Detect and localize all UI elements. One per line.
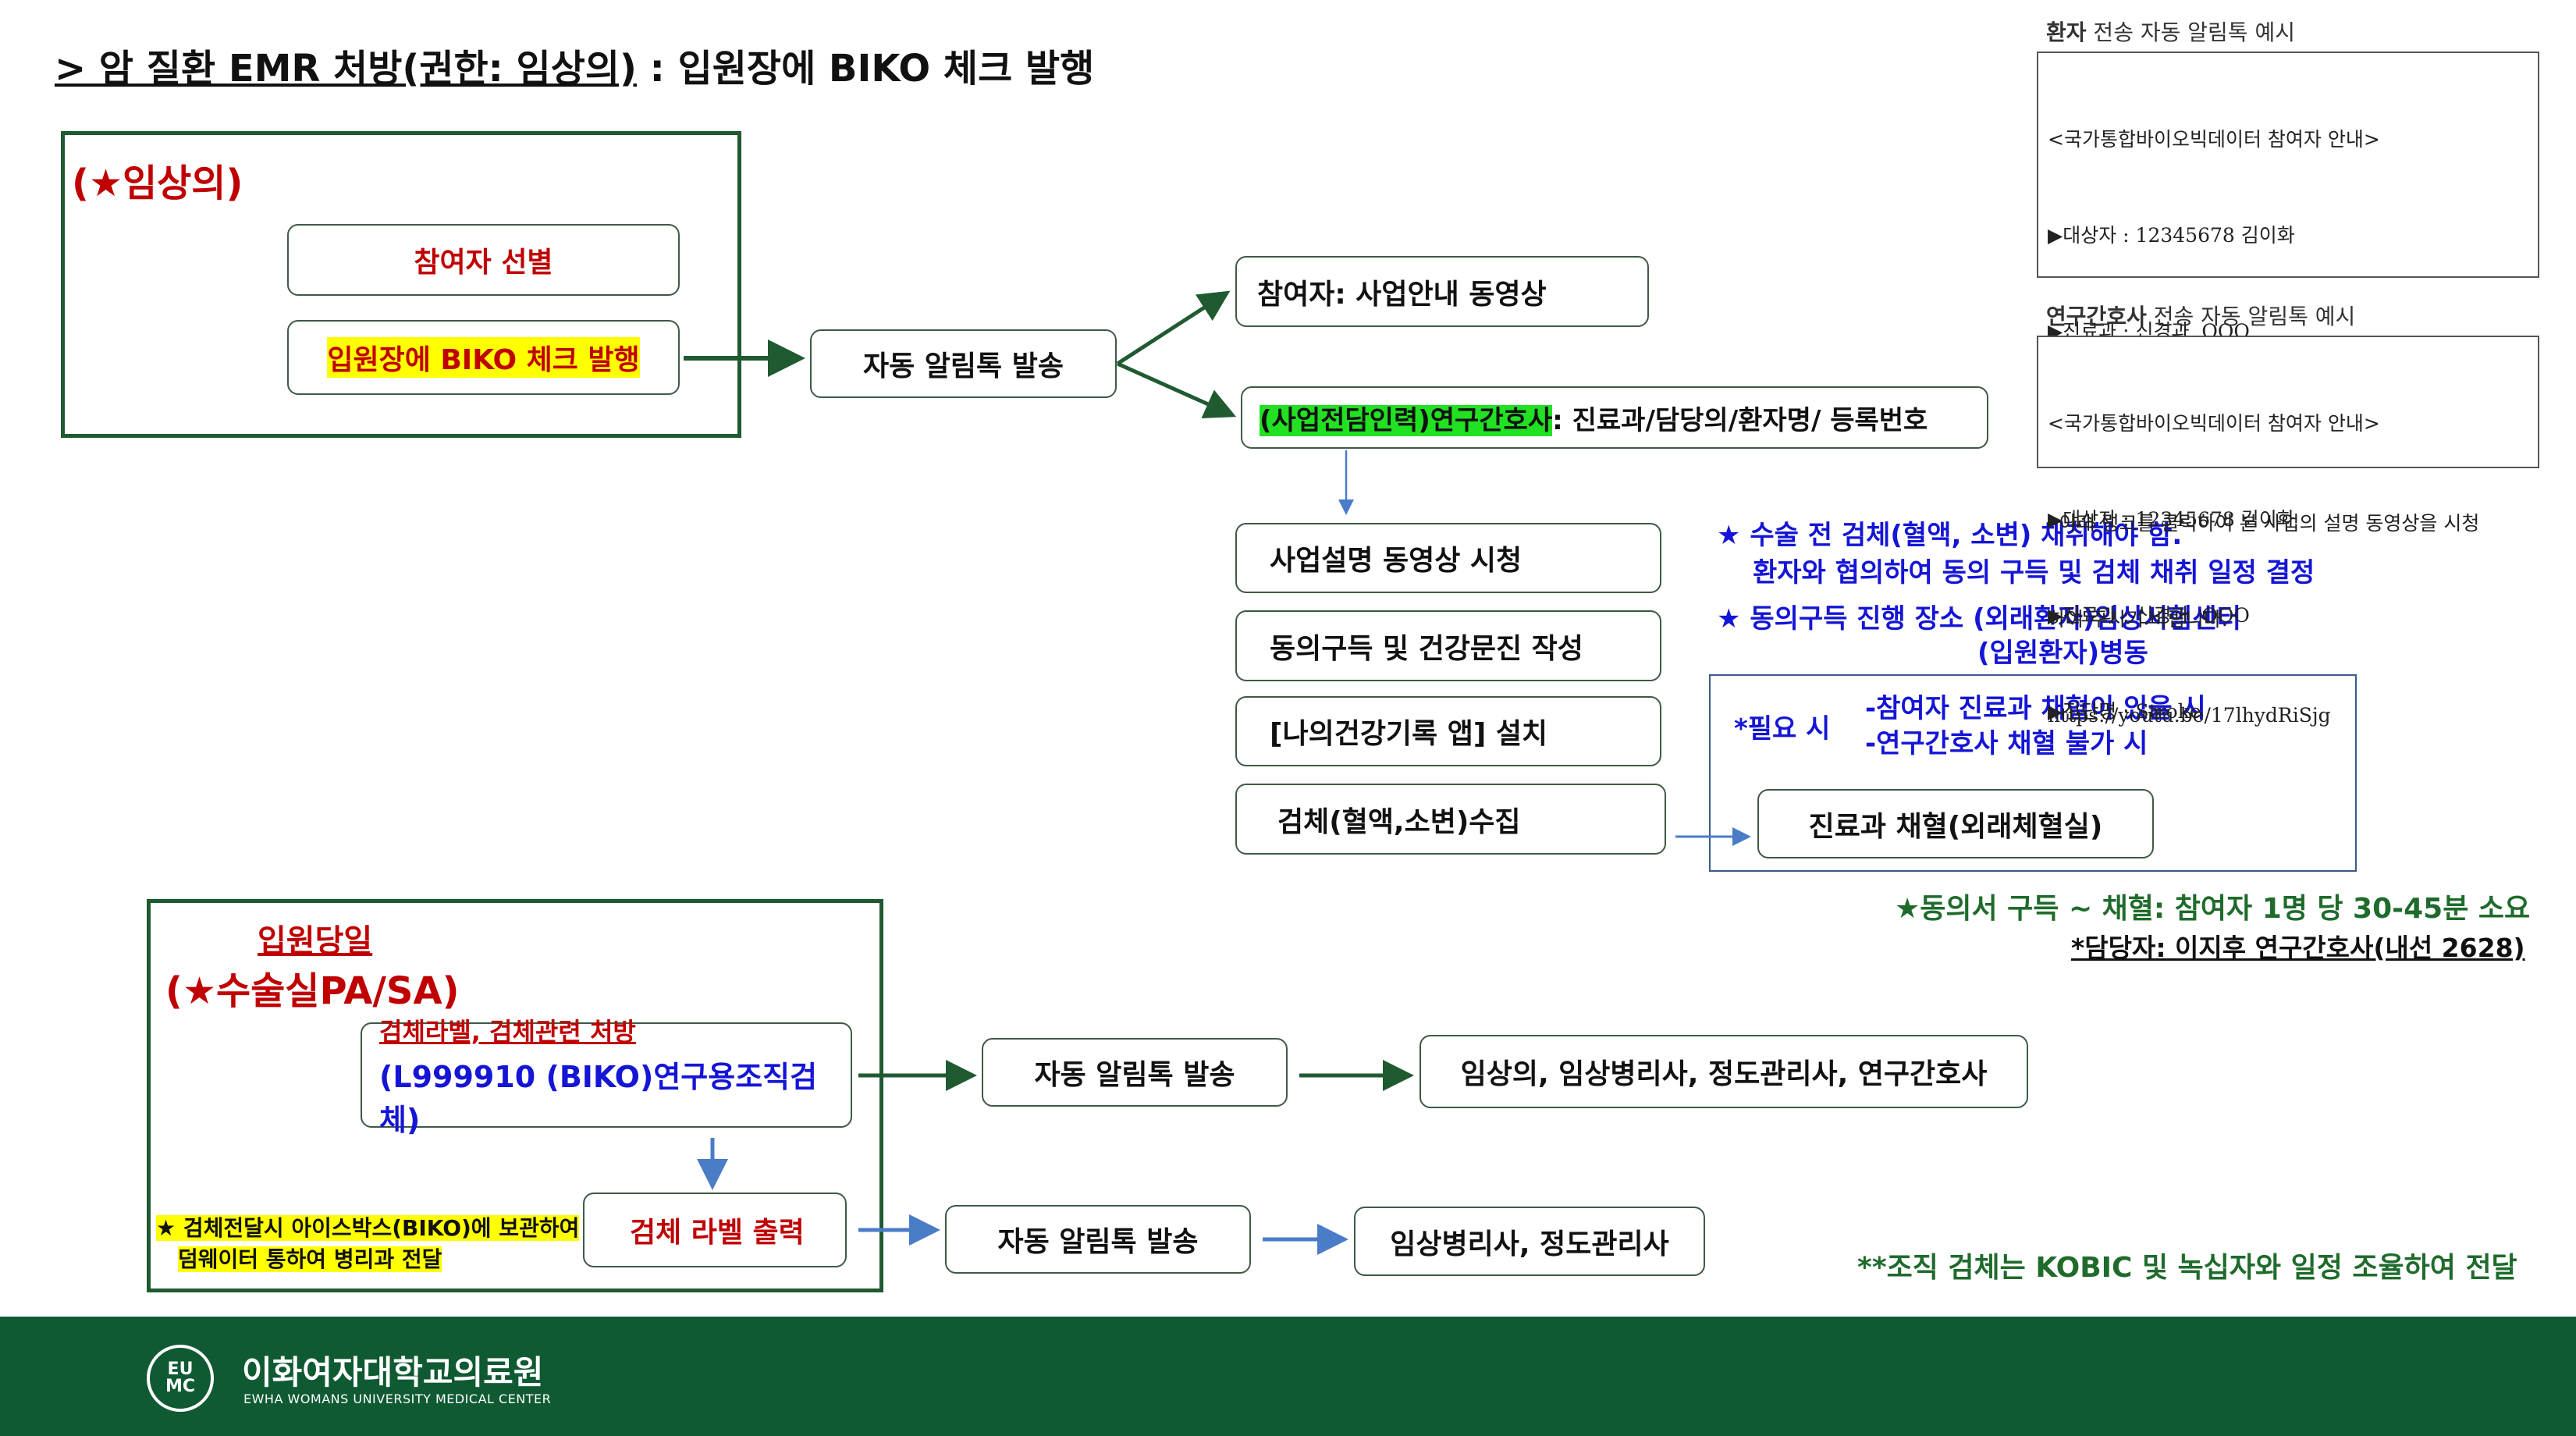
note-presurgery: ★ 수술 전 검체(혈액, 소변) 채취해야 함. [1717,520,2183,551]
msg-line: 하여 주시기 바랍니다. [2048,608,2228,631]
surgery-section [147,899,883,1292]
step-label: 동의구득 및 건강문진 작성 [1270,632,1583,665]
page-title-underlined: > 암 질환 EMR 처방(권한: 임상의) [55,47,637,91]
patient-msg-title-bold: 환자 [2046,20,2087,45]
clinic-draw-box[interactable]: 진료과 채혈(외래체혈실) [1757,789,2154,858]
nurse-notify-rest: : 진료과/담당의/환자명/ 등록번호 [1552,404,1928,436]
nurse-notify-text: (사업전담인력)연구간호사: 진료과/담당의/환자명/ 등록번호 [1260,399,1928,437]
footer-bar: EU MC 이화여자대학교의료원 EWHA WOMANS UNIVERSITY … [0,1317,2576,1436]
note-schedule: 환자와 협의하여 동의 구득 및 검체 채취 일정 결정 [1753,557,2315,588]
step-label: 사업설명 동영상 시청 [1270,545,1523,577]
need-frame [1709,674,2357,872]
org-name-ko: 이화여자대학교의료원 [242,1353,544,1392]
clinician-label: (★임상의) [72,162,243,205]
msg-line: ▶진료과 : 신경과 OOO [2048,604,2250,627]
auto-talk-box-2[interactable]: 자동 알림톡 발송 [982,1038,1288,1107]
auto-talk-label-1: 자동 알림톡 발송 [863,350,1064,382]
msg-line: •아래 링크를 클릭하여 본 사업의 설명 동영상을 시청 [2048,512,2480,535]
msg-line: <국가통합바이오빅데이터 참여자 안내> [2048,412,2380,435]
recipients-label-1: 임상의, 임상병리사, 정도관리사, 연구간호사 [1460,1058,1988,1090]
clinic-draw-label: 진료과 채혈(외래체혈실) [1808,810,2103,843]
order-box[interactable]: 검체라벨, 검체관련 처방 (L999910 (BIKO)연구용조직검체) [361,1017,852,1137]
recipients-box-2[interactable]: 임상병리사, 정도관리사 [1354,1207,1705,1276]
msg-line: <국가통합바이오빅데이터 참여자 안내> [2048,128,2380,151]
flow-arrows [684,290,1751,1255]
step-label: [나의건강기록 앱] 설치 [1270,718,1548,750]
need-item-1: -참여자 진료과 채혈이 있을 시 [1865,693,2206,724]
step-label: 검체(혈액,소변)수집 [1277,805,1521,838]
org-name-en: EWHA WOMANS UNIVERSITY MEDICAL CENTER [243,1392,552,1406]
surgery-role-label: (★수술실PA/SA) [165,969,460,1013]
icebox-note: ★ 검체전달시 아이스박스(BIKO)에 보관하여 덤웨이터 통하여 병리과 전… [156,1213,580,1275]
label-print-text: 검체 라벨 출력 [630,1217,805,1249]
step-video-box[interactable]: 사업설명 동영상 시청 [1235,523,1661,593]
auto-talk-label-3: 자동 알림톡 발송 [997,1226,1199,1258]
msg-line: https://youtu.be/17lhydRiSjg [2048,704,2331,727]
auto-talk-box-3[interactable]: 자동 알림톡 발송 [945,1205,1251,1274]
patient-msg-title-rest: 전송 자동 알림톡 예시 [2086,20,2295,45]
nurse-msg-title-bold: 연구간호사 [2046,304,2147,329]
auto-talk-label-2: 자동 알림톡 발송 [1034,1059,1235,1091]
step-app-box[interactable]: [나의건강기록 앱] 설치 [1235,696,1661,766]
participant-select-label: 참여자 선별 [414,247,553,279]
msg-line: ▶대상자 : 12345678 김이화 [2048,508,2295,531]
contact-note: *담당자: 이지후 연구간호사(내선 2628) [2071,933,2525,963]
time-note: ★동의서 구득 ~ 채혈: 참여자 1명 당 30-45분 소요 [1895,893,2531,925]
nurse-notify-box[interactable]: (사업전담인력)연구간호사: 진료과/담당의/환자명/ 등록번호 [1241,386,1988,449]
note-inpatient: (입원환자)병동 [1977,638,2148,669]
biko-issue-box[interactable]: 입원장에 BIKO 체크 발행 [287,320,680,395]
step-sample-box[interactable]: 검체(혈액,소변)수집 [1235,784,1666,855]
participant-select-box[interactable]: 참여자 선별 [287,224,680,296]
admission-day-label: 입원당일 [258,923,373,959]
msg-line: ▶진단명 : Stroke [2048,700,2201,723]
biko-issue-label: 입원장에 BIKO 체크 발행 [327,337,640,378]
nurse-notify-highlight: (사업전담인력)연구간호사 [1260,404,1553,436]
nurse-msg-title-rest: 전송 자동 알림톡 예시 [2146,304,2356,329]
note-location: ★ 동의구득 진행 장소 (외래환자)임상시험센터 [1717,603,2241,634]
patient-msg-title: 환자 전송 자동 알림톡 예시 [2046,16,2295,47]
emc-logo-icon: EU MC [147,1345,214,1412]
icebox-line-2: 덤웨이터 통하여 병리과 전달 [178,1246,442,1272]
nurse-msg-title: 연구간호사 전송 자동 알림톡 예시 [2046,300,2355,331]
icebox-line-1: ★ 검체전달시 아이스박스(BIKO)에 보관하여 [156,1215,580,1241]
participant-video-box[interactable]: 참여자: 사업안내 동영상 [1235,256,1649,327]
tissue-note: **조직 검체는 KOBIC 및 녹십자와 일정 조율하여 전달 [1857,1252,2517,1284]
clinician-section [61,131,741,438]
patient-msg-box: <국가통합바이오빅데이터 참여자 안내> ▶대상자 : 12345678 김이화… [2037,52,2539,727]
logo-letters: EU MC [165,1360,196,1396]
nurse-msg-box: <국가통합바이오빅데이터 참여자 안내> ▶대상자 : 12345678 김이화… [2037,336,2539,723]
need-label: *필요 시 [1734,713,1831,745]
label-print-box[interactable]: 검체 라벨 출력 [583,1193,847,1267]
participant-video-label: 참여자: 사업안내 동영상 [1257,278,1547,311]
page-title: > 암 질환 EMR 처방(권한: 임상의) : 입원장에 BIKO 체크 발행 [55,37,1094,92]
arrow-talk-to-participant [1116,290,1231,366]
msg-line: ▶대상자 : 12345678 김이화 [2048,224,2295,247]
need-item-2: -연구간호사 채혈 불가 시 [1865,728,2148,759]
step-consent-box[interactable]: 동의구득 및 건강문진 작성 [1235,610,1661,681]
recipients-label-2: 임상병리사, 정도관리사 [1390,1228,1669,1260]
recipients-box-1[interactable]: 임상의, 임상병리사, 정도관리사, 연구간호사 [1419,1035,2028,1108]
arrow-talk-to-nurse [1116,361,1237,418]
order-line-1: 검체라벨, 검체관련 처방 [379,1016,636,1047]
auto-talk-box-1[interactable]: 자동 알림톡 발송 [810,329,1117,398]
order-line-2: (L999910 (BIKO)연구용조직검체) [379,1059,818,1137]
page-title-rest: : 입원장에 BIKO 체크 발행 [636,47,1095,91]
